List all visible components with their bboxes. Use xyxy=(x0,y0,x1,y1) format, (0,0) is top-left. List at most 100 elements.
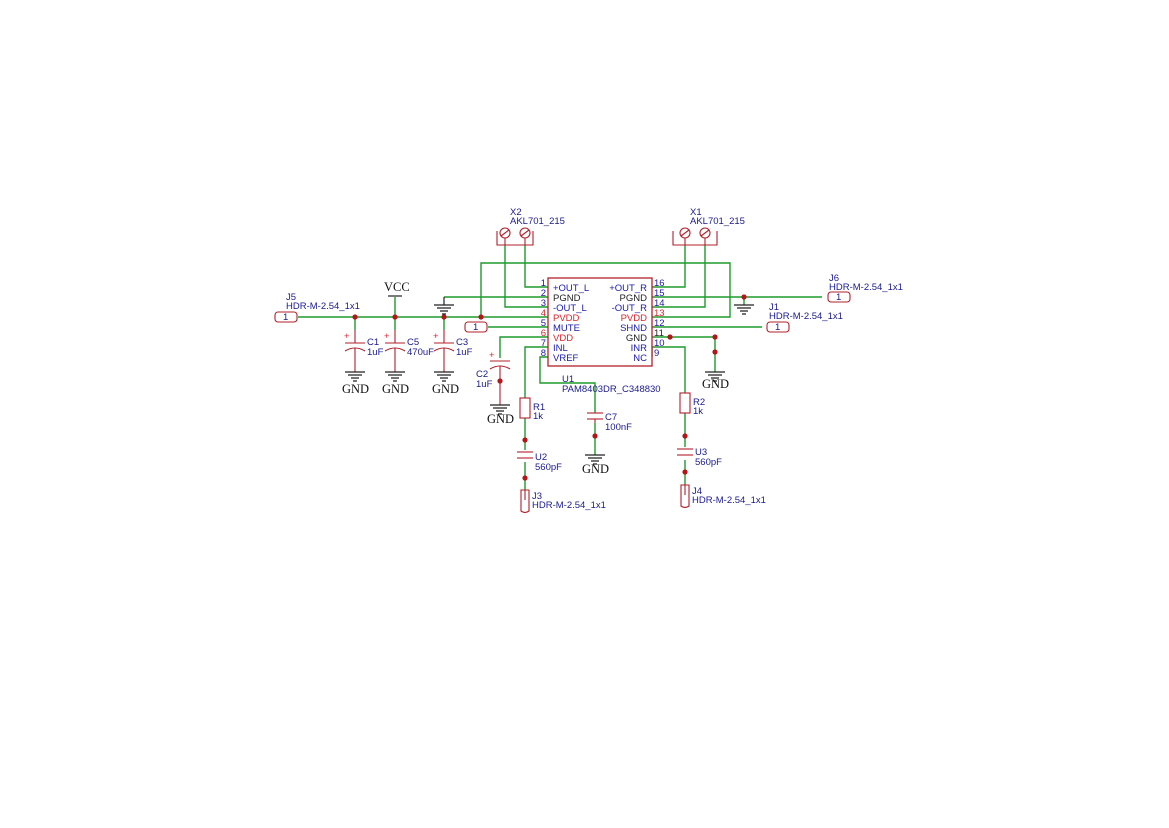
pin-number: 15 xyxy=(654,288,665,299)
pin-number: 3 xyxy=(541,298,546,309)
j6-pin: 1 xyxy=(836,292,841,303)
capacitor-c5[interactable]: + C5 470uF xyxy=(384,330,434,372)
c1-ref: C1 xyxy=(367,337,379,348)
c1-value: 1uF xyxy=(367,347,384,358)
pin-name: VREF xyxy=(553,353,579,364)
pin-name: VDD xyxy=(553,333,573,344)
capacitor-u2[interactable]: U2 560pF xyxy=(517,451,562,473)
pin-name: +OUT_R xyxy=(609,283,647,294)
pin-name: -OUT_R xyxy=(612,303,648,314)
svg-text:+: + xyxy=(489,350,495,361)
pin-name: +OUT_L xyxy=(553,283,589,294)
j1-value: HDR-M-2.54_1x1 xyxy=(769,311,843,322)
j3-ref: J3 xyxy=(532,491,542,502)
pin-number: 10 xyxy=(654,338,665,349)
c7-value: 100nF xyxy=(605,422,632,433)
j4-ref: J4 xyxy=(692,486,702,497)
j3-value: HDR-M-2.54_1x1 xyxy=(532,500,606,511)
gnd-label: GND xyxy=(342,382,369,396)
pin-name: MUTE xyxy=(553,323,580,334)
resistor-r2[interactable]: R2 1k xyxy=(679,392,705,417)
c7-ref: C7 xyxy=(605,412,617,423)
r1-value: 1k xyxy=(533,411,543,422)
ground-c2: GND xyxy=(487,404,514,426)
capacitor-u3[interactable]: U3 560pF xyxy=(677,447,722,468)
j6-value: HDR-M-2.54_1x1 xyxy=(829,282,903,293)
pin-name: PGND xyxy=(553,293,581,304)
vcc-symbol: VCC xyxy=(384,280,410,297)
gnd-label: GND xyxy=(582,462,609,476)
ic-u1[interactable]: 1 +OUT_L 2 PGND 3 -OUT_L 4 PVDD 5 MUTE 6… xyxy=(541,277,665,395)
pin-name: PVDD xyxy=(621,313,648,324)
j5-value: HDR-M-2.54_1x1 xyxy=(286,301,360,312)
c2-ref: C2 xyxy=(476,369,488,380)
ground-pgnd-right xyxy=(734,304,754,315)
pin-name: -OUT_L xyxy=(553,303,587,314)
resistor-r1[interactable]: R1 1k xyxy=(519,397,545,422)
pin-number: 2 xyxy=(541,288,546,299)
ground-c3: GND xyxy=(432,371,459,396)
vcc-label: VCC xyxy=(384,280,410,294)
u3-value: 560pF xyxy=(695,457,722,468)
j5-ref: J5 xyxy=(286,292,296,303)
ground-c1: GND xyxy=(342,371,369,396)
svg-text:+: + xyxy=(384,331,390,342)
capacitor-c3[interactable]: + C3 1uF xyxy=(433,330,473,372)
svg-text:+: + xyxy=(433,331,439,342)
x2-value: AKL701_215 xyxy=(510,216,565,227)
c3-ref: C3 xyxy=(456,337,468,348)
wires xyxy=(298,245,822,490)
r1-ref: R1 xyxy=(533,402,545,413)
capacitor-c1[interactable]: + C1 1uF xyxy=(344,330,384,372)
ground-c7: GND xyxy=(582,454,609,476)
capacitor-c2[interactable]: + C2 1uF xyxy=(476,350,511,405)
pin-number: 8 xyxy=(541,348,546,359)
u2-value: 560pF xyxy=(535,462,562,473)
pin-number: 1 xyxy=(541,278,546,289)
pin-name: PVDD xyxy=(553,313,580,324)
ic-ref: U1 xyxy=(562,374,574,385)
j5-pin: 1 xyxy=(283,312,288,323)
header-j4[interactable]: J4 HDR-M-2.54_1x1 xyxy=(680,484,766,509)
x1-value: AKL701_215 xyxy=(690,216,745,227)
pin-name: INL xyxy=(553,343,568,354)
header-j5[interactable]: J5 HDR-M-2.54_1x1 1 xyxy=(274,292,360,323)
header-j1[interactable]: J1 HDR-M-2.54_1x1 1 xyxy=(766,302,843,333)
header-j6[interactable]: J6 HDR-M-2.54_1x1 1 xyxy=(827,273,903,303)
gnd-label: GND xyxy=(382,382,409,396)
speaker-terminal-x2[interactable]: X2 AKL701_215 xyxy=(496,207,565,246)
r2-ref: R2 xyxy=(693,397,705,408)
ground-right: GND xyxy=(702,371,729,391)
ground-c5: GND xyxy=(382,371,409,396)
j6-ref: J6 xyxy=(829,273,839,284)
ic-value: PAM8403DR_C348830 xyxy=(562,384,661,395)
c3-value: 1uF xyxy=(456,347,473,358)
pin-number: 16 xyxy=(654,278,665,289)
speaker-terminal-x1[interactable]: X1 AKL701_215 xyxy=(672,207,745,246)
pin-number: 12 xyxy=(654,318,665,329)
c5-ref: C5 xyxy=(407,337,419,348)
pin-number: 5 xyxy=(541,318,546,329)
header-mute[interactable]: 1 xyxy=(464,321,488,333)
pin-number: 6 xyxy=(541,328,546,339)
pin-name: SHND xyxy=(620,323,647,334)
gnd-label: GND xyxy=(432,382,459,396)
j1-pin: 1 xyxy=(775,322,780,333)
u2-ref: U2 xyxy=(535,452,547,463)
pin-number: 13 xyxy=(654,308,665,319)
ground-pgnd-left xyxy=(434,297,454,315)
c5-value: 470uF xyxy=(407,347,434,358)
pin-name: INR xyxy=(631,343,648,354)
j1-ref: J1 xyxy=(769,302,779,313)
capacitor-c7[interactable]: C7 100nF xyxy=(587,412,632,433)
pin-name: GND xyxy=(626,333,647,344)
header-j3[interactable]: J3 HDR-M-2.54_1x1 xyxy=(520,489,606,514)
j4-value: HDR-M-2.54_1x1 xyxy=(692,495,766,506)
u3-ref: U3 xyxy=(695,447,707,458)
ic-left-pins: 1 +OUT_L 2 PGND 3 -OUT_L 4 PVDD 5 MUTE 6… xyxy=(541,278,589,364)
pin-name: NC xyxy=(633,353,647,364)
pin-number: 4 xyxy=(541,308,546,319)
c2-value: 1uF xyxy=(476,379,493,390)
ic-right-pins: 16 +OUT_R 15 PGND 14 -OUT_R 13 PVDD 12 S… xyxy=(609,278,664,364)
pin-number: 14 xyxy=(654,298,665,309)
